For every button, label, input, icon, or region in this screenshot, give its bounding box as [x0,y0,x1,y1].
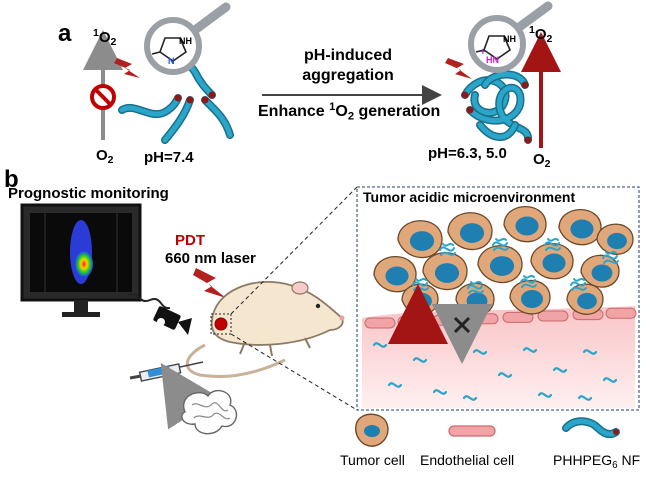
endothelial-cell [397,316,429,328]
panel-b-letter: b [4,166,19,193]
ph-neutral-label: pH=7.4 [144,149,194,166]
circulating-nanofiber [497,372,513,378]
aggregated-nanofiber [492,237,509,251]
aggregated-nanofiber [544,237,561,251]
imidazole-n-left: N [168,56,175,66]
circulating-nanofiber [387,382,403,388]
mouse-illustration [186,281,345,379]
endothelial-cell [364,317,396,329]
tumor-cell [509,279,551,315]
fiber-end-dots [461,81,532,144]
prohibition-icon [90,84,116,110]
light-bolt-icon [114,58,140,78]
legend-tumor-cell-icon [355,413,389,447]
left-singlet-oxygen-label: 1O2 [93,27,117,48]
aggregated-nanofiber [570,277,587,291]
magnifier-icon [144,2,231,75]
imidazole-nh-right: NH [503,34,516,44]
circulating-nanofiber [372,342,388,348]
circulating-nanofiber [412,357,428,363]
tumor-cell [558,208,602,246]
circulating-nanofiber [577,395,593,401]
pdt-label: PDT [175,232,205,249]
tumor-cell [580,254,620,288]
tumor-cell [447,212,493,251]
nanofiber-cloud-icon [181,389,238,435]
tumor-cell [530,242,574,280]
circulating-nanofiber [522,347,538,353]
circulating-nanofiber [552,367,568,373]
aggregation-label-line2: aggregation [302,67,394,84]
laser-label: 660 nm laser [165,250,256,267]
zoom-line [230,333,358,411]
circulating-nanofiber [537,392,553,398]
legend-endothelial-icon [448,425,496,437]
enhance-generation-label: Enhance 1O2 generation [258,101,441,123]
tumor-cell [596,223,634,255]
zoom-line [230,186,358,315]
aggregated-nanofiber [467,280,484,294]
circulating-nanofiber [602,377,618,383]
ph-acidic-label: pH=6.3, 5.0 [428,145,507,162]
tumor-cell [477,245,523,284]
endothelial-cell [537,310,569,322]
panel-a-letter: a [58,20,72,47]
tumor-cell [566,283,604,315]
tumor-cell [503,205,547,243]
circulating-nanofiber [432,389,448,395]
monitor-icon [20,203,142,317]
dispersed-nanofibers [118,41,234,144]
prognostic-monitoring-label: Prognostic monitoring [8,185,169,202]
endothelial-cell [502,311,534,323]
tumor-cell [397,220,443,259]
right-oxygen-label: O2 [533,151,551,171]
endothelial-cell [605,307,637,319]
left-oxygen-label: O2 [96,147,114,167]
camera-icon [127,292,192,335]
legend-nanofiber-icon [562,417,620,439]
aggregated-nanofibers [461,70,532,144]
aggregated-nanofiber [520,274,537,288]
inset-title: Tumor acidic microenvironment [363,189,576,205]
circulating-nanofiber [462,395,478,401]
light-bolt-icon [445,58,472,79]
imidazole-plus: + [480,47,486,58]
tumor-cell [373,255,417,293]
laser-bolt-icon [193,268,226,298]
legend-tumor-cell-label: Tumor cell [340,452,405,468]
aggregated-nanofiber [602,250,619,264]
imidazole-protonated-n: HN [486,55,499,65]
legend-endothelial-label: Endothelial cell [420,452,515,468]
block-cross-icon [453,316,471,334]
imidazole-nh-left: NH [179,36,192,46]
legend-nanofiber-label: PHHPEG6 NF [553,452,641,471]
aggregated-nanofiber [439,242,456,256]
circulating-nanofibers [372,342,618,401]
aggregation-label-line1: pH-induced [304,47,392,64]
circulating-nanofiber [582,349,598,355]
right-singlet-oxygen-label: 1O2 [529,24,553,45]
